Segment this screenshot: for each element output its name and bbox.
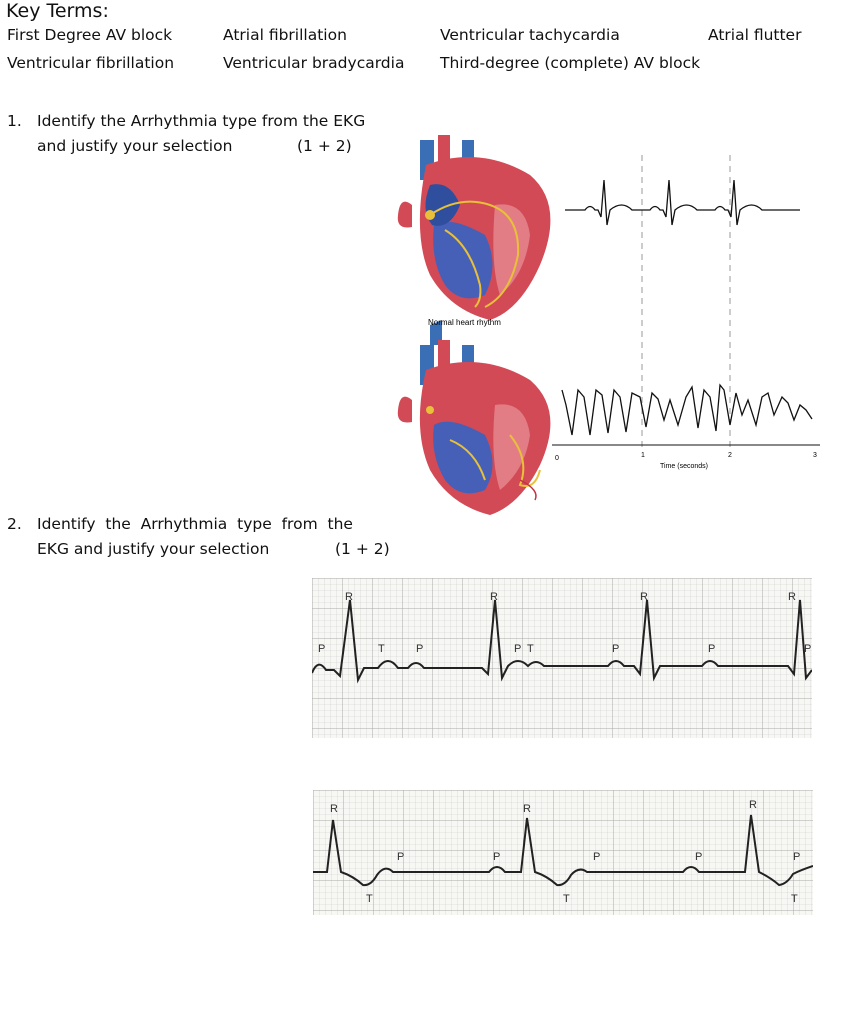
strip1-label-p3: P (514, 643, 521, 655)
question-1: 1. Identify the Arrhythmia type from the … (7, 109, 397, 159)
strip2-label-p3: P (593, 851, 600, 863)
normal-ekg-trace (565, 179, 800, 226)
strip2-label-t3: T (791, 893, 798, 905)
strip2-label-t1: T (366, 893, 373, 905)
strip2-label-p4: P (695, 851, 702, 863)
strip2-label-r1: R (330, 803, 338, 815)
term-ventricular-fibrillation: Ventricular fibrillation (7, 54, 175, 72)
term-ventricular-tachycardia: Ventricular tachycardia (440, 26, 620, 44)
normal-rhythm-caption: Normal heart rhythm (428, 318, 501, 327)
ekg-strip-1: R R R R P T P P T P P P (312, 578, 812, 738)
question-2-line1: Identify the Arrhythmia type from the (37, 515, 353, 533)
strip1-label-r2: R (490, 591, 498, 603)
question-2-marks: (1 + 2) (335, 540, 390, 558)
fibrillation-ekg-trace (561, 383, 813, 436)
strip1-label-p4: P (612, 643, 619, 655)
strip2-label-p5: P (793, 851, 800, 863)
term-atrial-fibrillation: Atrial fibrillation (223, 26, 347, 44)
question-1-line2: and justify your selection (37, 137, 233, 155)
term-third-degree-av-block: Third-degree (complete) AV block (440, 54, 701, 72)
term-ventricular-bradycardia: Ventricular bradycardia (223, 54, 405, 72)
normal-heart-illustration (397, 135, 551, 345)
term-first-degree-av-block: First Degree AV block (7, 26, 173, 44)
time-tick-2: 2 (728, 452, 732, 459)
arrhythmic-heart-illustration (397, 340, 551, 515)
strip1-label-p1: P (318, 643, 325, 655)
strip1-label-r1: R (345, 591, 353, 603)
strip1-label-p5: P (708, 643, 715, 655)
strip1-label-p6: P (804, 643, 811, 655)
strip2-label-r2: R (523, 803, 531, 815)
question-2-line2: EKG and justify your selection (37, 540, 270, 558)
question-2: 2.Identify the Arrhythmia type from the … (7, 512, 397, 562)
strip1-label-t1: T (378, 643, 385, 655)
time-axis-label: Time (seconds) (660, 463, 708, 470)
strip1-label-p2: P (416, 643, 423, 655)
key-terms-title: Key Terms: (6, 0, 109, 22)
time-tick-0: 0 (555, 455, 559, 462)
time-tick-3: 3 (813, 452, 817, 459)
strip2-label-p2: P (493, 851, 500, 863)
strip1-label-r4: R (788, 591, 796, 603)
ekg-strip-1-trace (312, 599, 812, 684)
question-1-line1: Identify the Arrhythmia type from the EK… (37, 112, 366, 130)
time-tick-1: 1 (641, 452, 645, 459)
heart-rhythm-figure: Normal heart rhythm 0 1 2 3 Time (second… (397, 135, 820, 515)
strip1-label-r3: R (640, 591, 648, 603)
ekg-strip-2: R R R P P P P P T T T (313, 790, 813, 915)
term-atrial-flutter: Atrial flutter (708, 26, 802, 44)
strip2-label-t2: T (563, 893, 570, 905)
strip2-label-p1: P (397, 851, 404, 863)
question-1-marks: (1 + 2) (297, 137, 352, 155)
strip2-label-r3: R (749, 799, 757, 811)
ekg-strip-2-trace (313, 814, 813, 887)
question-1-number: 1. (7, 112, 22, 130)
question-2-number: 2. (7, 515, 22, 533)
strip1-label-t2: T (527, 643, 534, 655)
